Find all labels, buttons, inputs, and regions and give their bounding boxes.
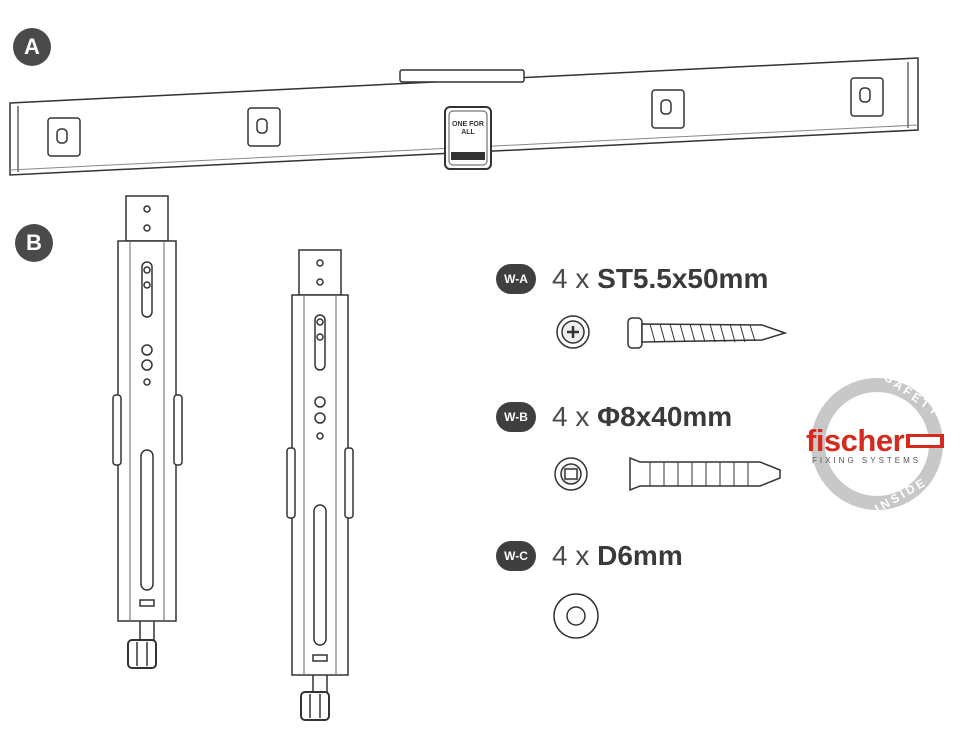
label-b: B	[15, 224, 53, 262]
one-for-all-logo: ONE FOR ALL	[452, 121, 484, 136]
wall-rail	[9, 57, 919, 176]
spec-w-a: 4 x ST5.5x50mm	[552, 263, 769, 294]
wall-plug-icon	[554, 456, 781, 492]
code-w-b: W-B	[496, 402, 536, 432]
spec-w-b: 4 x Φ8x40mm	[552, 401, 733, 432]
label-a: A	[13, 28, 51, 66]
washer-icon	[553, 593, 599, 639]
fischer-brand: fischer	[806, 423, 905, 458]
vertical-arm-right	[286, 249, 354, 721]
code-w-a: W-A	[496, 264, 536, 294]
code-w-c: W-C	[496, 541, 536, 571]
spec-w-c: 4 x D6mm	[552, 540, 683, 571]
fischer-subtitle: FIXING SYSTEMS	[812, 456, 922, 465]
vertical-arm-left	[112, 195, 183, 669]
fischer-safety-seal	[811, 378, 944, 510]
screw-icon	[556, 315, 788, 349]
